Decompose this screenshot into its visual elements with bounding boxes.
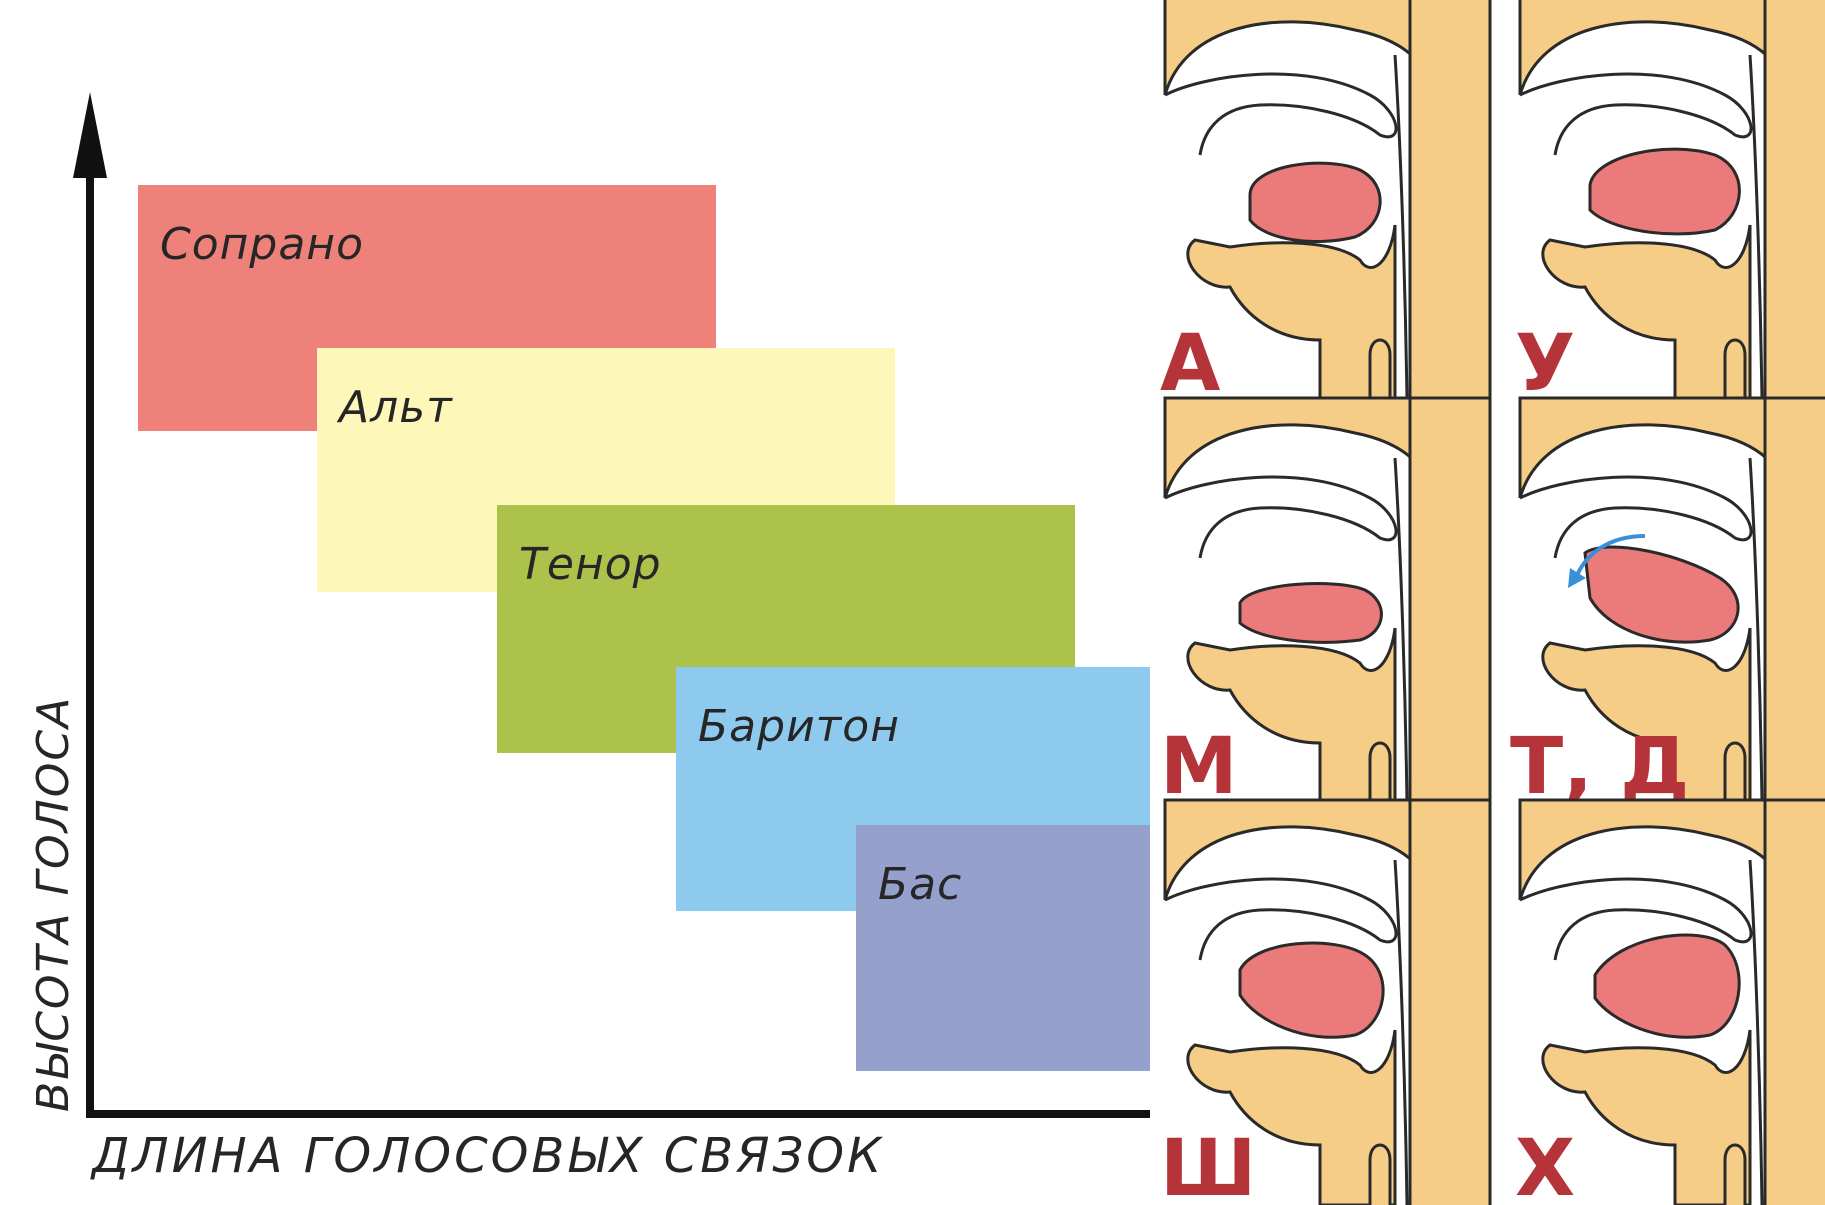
- y-axis-arrowhead: [73, 92, 107, 178]
- panel-m: М: [1160, 398, 1490, 818]
- panel-t-d: Т, Д: [1510, 398, 1825, 818]
- panel-sh: Ш: [1160, 800, 1490, 1205]
- letter-u: У: [1515, 319, 1575, 409]
- y-axis-label: ВЫСОТА ГОЛОСА: [28, 696, 79, 1112]
- tongue-a: [1250, 163, 1380, 241]
- tongue-h: [1595, 935, 1739, 1037]
- panel-u: У: [1515, 0, 1825, 415]
- letter-a: А: [1160, 319, 1220, 409]
- tongue-m: [1240, 584, 1381, 643]
- x-axis-label: ДЛИНА ГОЛОСОВЫХ СВЯЗОК: [92, 1128, 884, 1184]
- panel-h: Х: [1515, 800, 1825, 1205]
- articulation-grid: А У М Т, Д Ш Х: [1145, 0, 1825, 1205]
- panel-a: А: [1160, 0, 1490, 415]
- tongue-sh: [1240, 943, 1383, 1037]
- letter-sh: Ш: [1160, 1124, 1256, 1205]
- tongue-t-d: [1585, 547, 1738, 642]
- axes: [0, 0, 1150, 1205]
- voice-range-diagram: Сопрано Альт Тенор Баритон Бас ВЫСОТА ГО…: [0, 0, 1150, 1205]
- tongue-u: [1590, 149, 1739, 234]
- letter-h: Х: [1515, 1124, 1575, 1205]
